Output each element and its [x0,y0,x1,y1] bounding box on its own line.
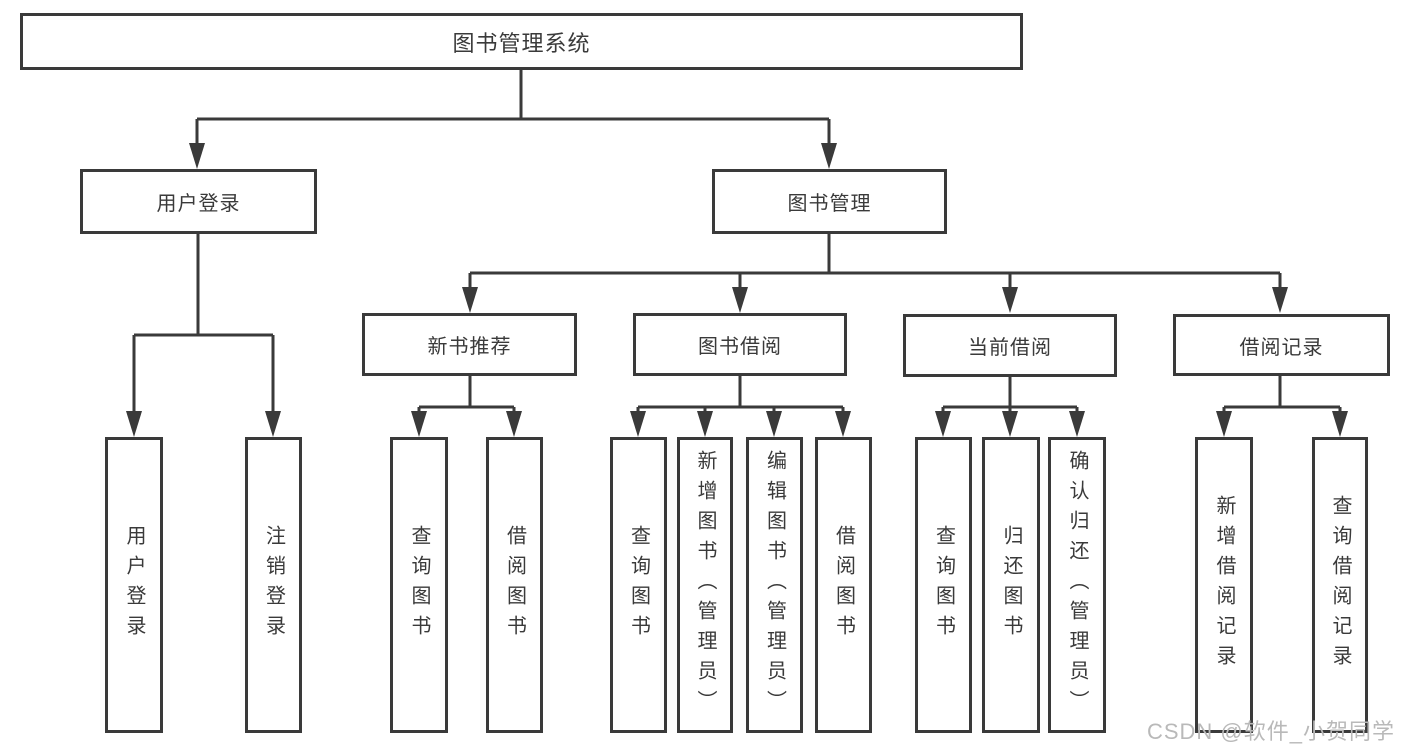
node-new-book-recommend: 新书推荐 [362,313,577,376]
csdn-watermark: CSDN @软件_小贺同学 [1146,719,1395,744]
leaf-borrow-query-books: 查询图书 [610,437,667,733]
leaf-recommend-query-books: 查询图书 [390,437,448,733]
node-user-login: 用户登录 [80,169,317,234]
leaf-recommend-borrow-books: 借阅图书 [486,437,543,733]
leaf-confirm-return-admin: 确认归还（管理员） [1048,437,1106,733]
node-book-management: 图书管理 [712,169,947,234]
leaf-current-query-books: 查询图书 [915,437,972,733]
node-borrow-records: 借阅记录 [1173,314,1390,376]
node-current-borrow: 当前借阅 [903,314,1117,377]
leaf-edit-books-admin: 编辑图书（管理员） [746,437,803,733]
leaf-query-borrow-record: 查询借阅记录 [1312,437,1368,733]
leaf-add-borrow-record: 新增借阅记录 [1195,437,1253,733]
leaf-user-login: 用户登录 [105,437,163,733]
leaf-logout: 注销登录 [245,437,302,733]
node-book-borrow: 图书借阅 [633,313,847,376]
node-root: 图书管理系统 [20,13,1023,70]
arrowhead-icons [126,143,1348,437]
leaf-add-books-admin: 新增图书（管理员） [677,437,733,733]
leaf-borrow-books: 借阅图书 [815,437,872,733]
leaf-return-books: 归还图书 [982,437,1040,733]
